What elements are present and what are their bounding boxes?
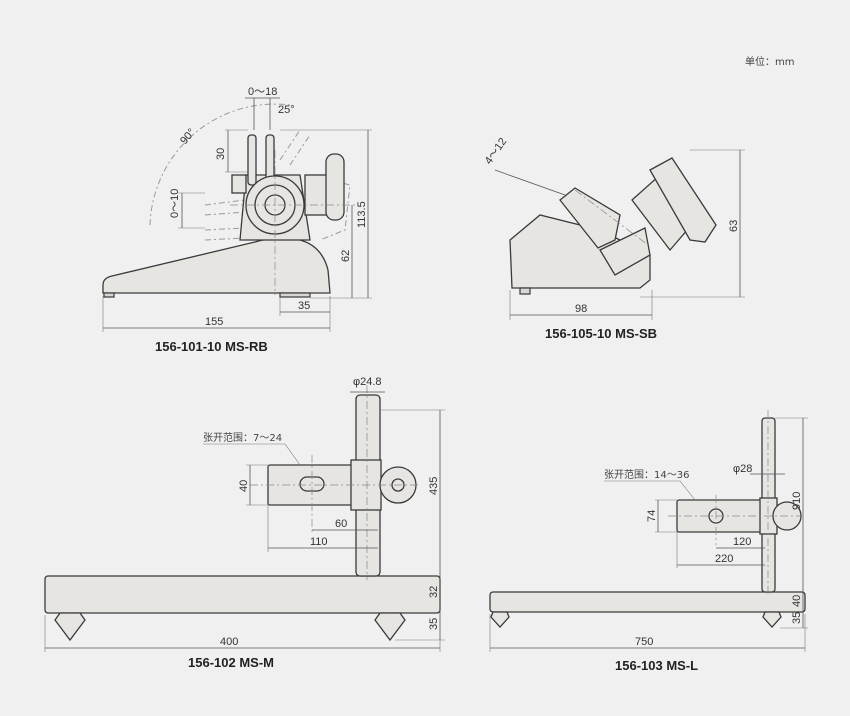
ms-l-dim-foot: 35 — [791, 612, 803, 624]
ms-l-dim-arm-b: 220 — [715, 553, 733, 565]
ms-l-dim-base: 40 — [791, 595, 803, 607]
ms-rb-caption: 156-101-10 MS-RB — [155, 339, 268, 354]
ms-sb-dim-range: 4～12 — [483, 136, 510, 167]
ms-m-dim-arm-b: 110 — [310, 536, 328, 548]
ms-rb-dim-jaw: 30 — [215, 148, 227, 160]
ms-m-dim-base: 32 — [428, 586, 440, 598]
ms-m-drawing: 400 435 32 35 40 60 110 φ24.8 张开范围：7～24 … — [44, 376, 445, 670]
ms-m-dim-height: 435 — [428, 477, 440, 495]
ms-rb-dim-width: 155 — [205, 316, 223, 328]
ms-l-caption: 156-103 MS-L — [615, 658, 698, 673]
ms-l-base — [489, 591, 806, 613]
ms-rb-dim-center-height: 62 — [340, 250, 352, 262]
ms-l-drawing: 750 910 40 35 74 120 220 φ28 张开范围：14～36 … — [489, 410, 808, 673]
ms-l-dim-height: 910 — [791, 492, 803, 510]
ms-m-dim-pillar: φ24.8 — [353, 376, 382, 388]
ms-m-dim-arm-height: 40 — [238, 480, 250, 492]
ms-rb-dim-swing: 90° — [178, 126, 198, 146]
ms-rb-dim-total-height: 113.5 — [356, 201, 368, 228]
ms-sb-dim-width: 98 — [575, 303, 587, 315]
ms-l-dim-pillar: φ28 — [733, 463, 752, 475]
ms-l-dim-arm-height: 74 — [646, 510, 658, 522]
ms-rb-dim-offset: 0～10 — [169, 189, 181, 218]
ms-rb-base — [102, 237, 331, 294]
ms-sb-dim-height: 63 — [728, 220, 740, 232]
ms-m-range-label: 张开范围：7～24 — [203, 431, 282, 444]
ms-sb-drawing: 98 63 4～12 156-105-10 MS-SB — [483, 136, 745, 341]
ms-m-dim-arm-a: 60 — [335, 518, 347, 530]
ms-l-dim-arm-a: 120 — [733, 536, 751, 548]
ms-m-base — [44, 575, 441, 614]
ms-rb-dim-tilt: 25° — [278, 104, 295, 116]
ms-l-range-label: 张开范围：14～36 — [604, 468, 689, 481]
ms-sb-caption: 156-105-10 MS-SB — [545, 326, 657, 341]
ms-m-caption: 156-102 MS-M — [188, 655, 274, 670]
ms-rb-dim-foot: 35 — [298, 300, 310, 312]
ms-rb-drawing: 155 35 62 113.5 30 0～10 0～18 25° 90° 156… — [102, 86, 372, 354]
ms-l-dim-width: 750 — [635, 636, 653, 648]
ms-rb-dim-opening: 0～18 — [248, 86, 277, 98]
ms-m-dim-foot: 35 — [428, 618, 440, 630]
ms-m-dim-width: 400 — [220, 636, 238, 648]
unit-label: 单位：mm — [745, 55, 794, 68]
